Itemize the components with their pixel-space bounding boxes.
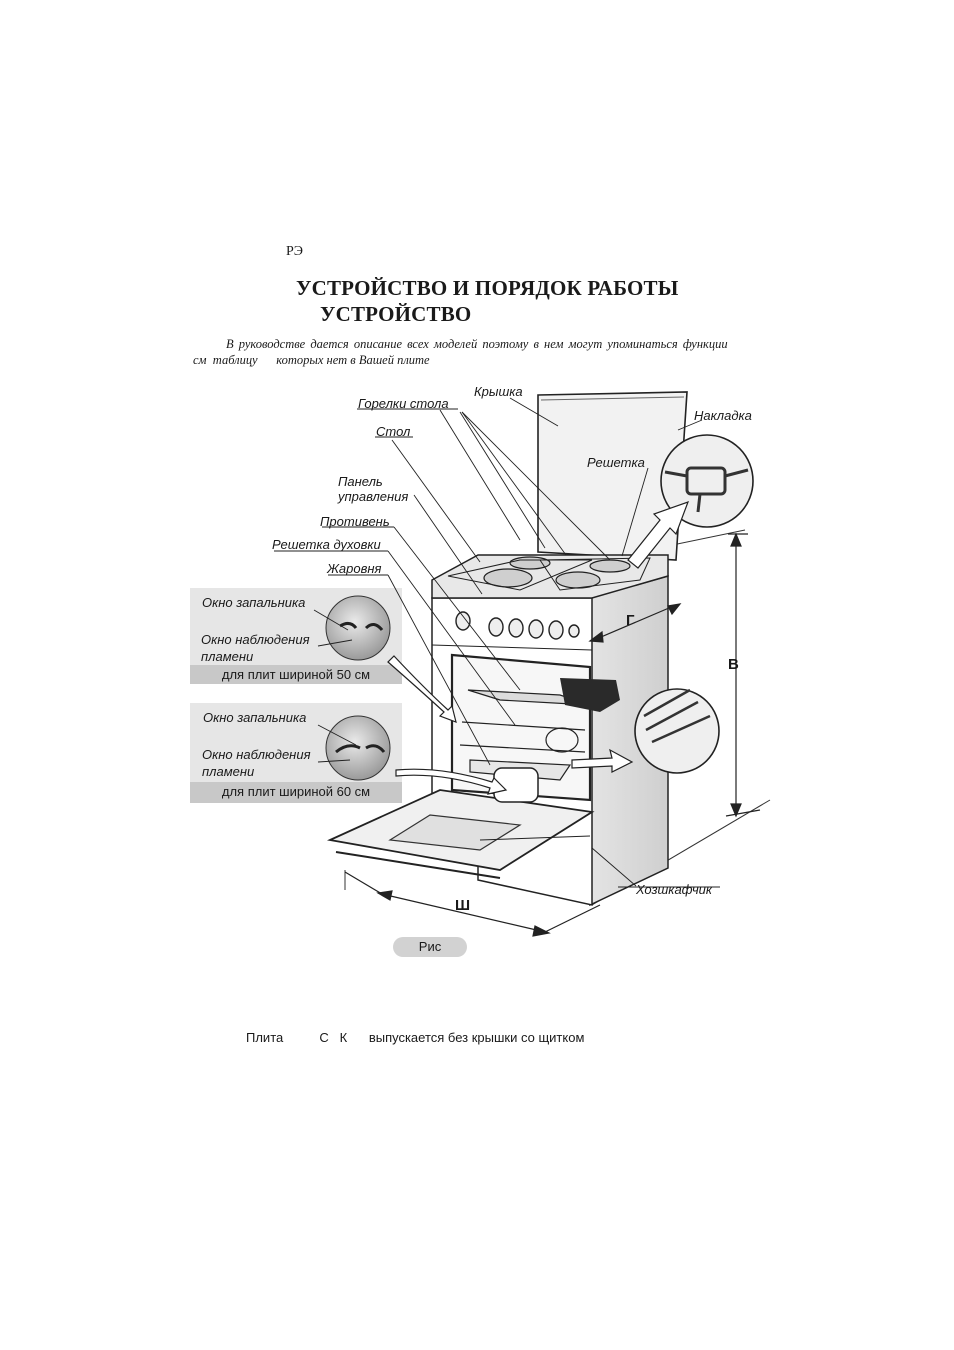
document-code: РЭ — [286, 244, 304, 259]
inset-caption-50: для плит шириной 50 см — [190, 665, 402, 684]
label-cover: Накладка — [694, 408, 752, 423]
label-control-panel: Панель управления — [338, 474, 408, 504]
figure-caption: Рис — [393, 937, 467, 957]
inset2-ignition-window: Окно запальника — [203, 710, 307, 725]
label-grate: Решетка — [587, 455, 645, 470]
control-knobs — [455, 611, 580, 640]
inset1-flame-window-2: пламени — [201, 649, 254, 664]
lid — [537, 391, 688, 561]
inset-caption-60: для плит шириной 60 см — [190, 782, 402, 803]
label-storage: Хозшкафчик — [636, 882, 713, 897]
dimension-depth: Г — [626, 612, 635, 629]
label-control-panel-line2: управления — [338, 489, 409, 504]
dimension-lines — [344, 532, 761, 937]
label-hob-burners: Горелки стола — [358, 396, 449, 411]
label-roasting-pan: Жаровня — [327, 561, 382, 576]
dimension-width: Ш — [455, 897, 471, 914]
label-oven-rack: Решетка духовки — [272, 537, 381, 552]
inset1-ignition-window: Окно запальника — [202, 595, 306, 610]
inset2-flame-window: Окно наблюдения — [202, 747, 311, 762]
section-subtitle: УСТРОЙСТВО — [320, 302, 472, 326]
label-lid: Крышка — [474, 384, 523, 399]
inset2-flame-window-2: пламени — [202, 764, 255, 779]
oven-glove — [560, 678, 620, 712]
label-baking-tray: Противень — [320, 514, 390, 529]
inset1-flame-window: Окно наблюдения — [201, 632, 310, 647]
hob-grates — [447, 557, 651, 591]
leader-lines — [274, 397, 720, 888]
section-title: УСТРОЙСТВО И ПОРЯДОК РАБОТЫ — [296, 276, 679, 300]
intro-line-2: см таблицу которых нет в Вашей плите — [193, 353, 430, 367]
dimension-height: В — [728, 656, 739, 673]
intro-line-1: В руководстве дается описание всех модел… — [226, 337, 728, 351]
label-control-panel-line1: Панель — [338, 474, 383, 489]
footer-note: Плита С К выпускается без крышки со щитк… — [246, 1030, 585, 1045]
label-table: Стол — [376, 424, 411, 439]
